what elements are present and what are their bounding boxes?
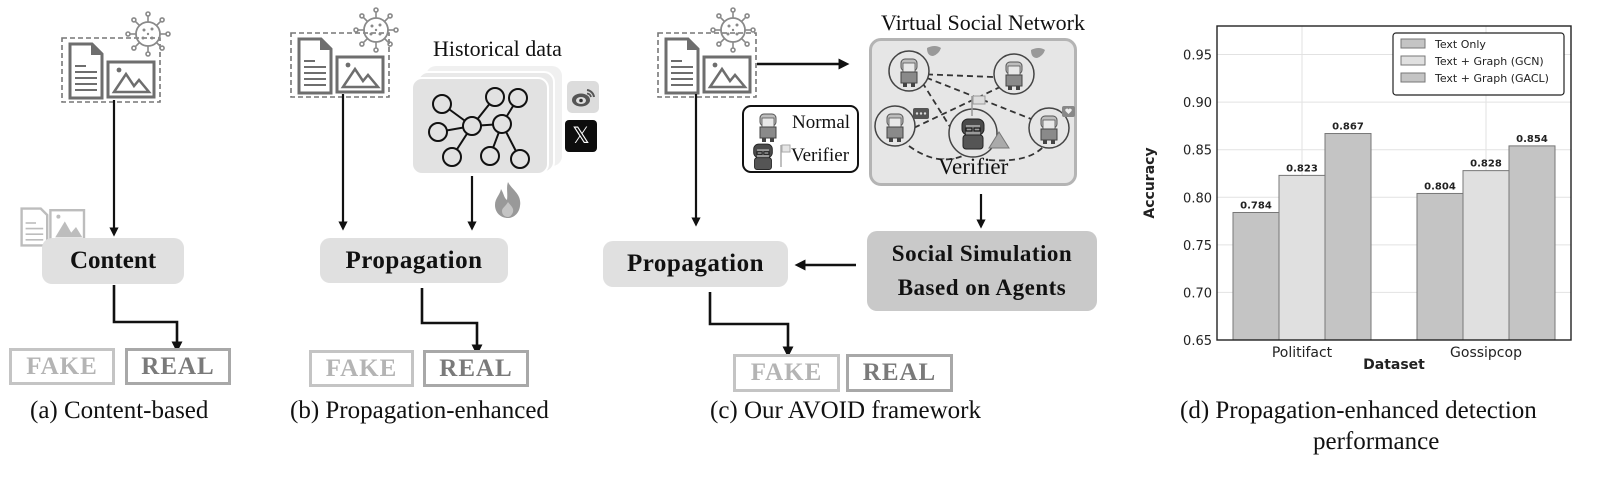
arrows-c <box>691 58 986 358</box>
normal-agent-2 <box>993 53 1035 95</box>
y-tick-label: 0.65 <box>1183 334 1212 349</box>
real-output: REAL <box>423 350 529 387</box>
propagation-node: Propagation <box>603 241 788 287</box>
bar-2-1 <box>1508 145 1556 341</box>
legend-entry: Text + Graph (GACL) <box>1434 72 1549 85</box>
y-tick-label: 0.80 <box>1183 191 1212 206</box>
propagation-node-label: Propagation <box>345 246 483 274</box>
small-content-icon <box>20 207 86 247</box>
y-tick-label: 0.90 <box>1183 96 1212 111</box>
verifier-label: Verifier <box>938 154 1009 179</box>
fake-label: FAKE <box>26 352 98 380</box>
chart-y-ticks: 0.65 0.70 0.75 0.80 0.85 0.90 0.95 <box>1183 49 1212 349</box>
caption-d-line2: performance <box>1313 428 1440 455</box>
arrow-to-content <box>109 100 183 353</box>
twitter-bird-icon <box>927 46 941 56</box>
bar-2-0 <box>1324 133 1372 341</box>
arrows-b <box>338 94 483 356</box>
social-simulation-node: Social Simulation Based on Agents <box>867 231 1097 311</box>
propagation-node-label: Propagation <box>627 250 764 277</box>
content-node: Content <box>42 238 184 284</box>
warning-icon <box>988 131 1010 149</box>
legend-verifier-label: Verifier <box>791 145 850 166</box>
x-icon[interactable]: 𝕏 <box>565 120 597 152</box>
caption-b: (b) Propagation-enhanced <box>290 397 549 424</box>
caption-d-line1: (d) Propagation-enhanced detection <box>1180 397 1537 424</box>
comment-bubble-icon <box>913 108 929 119</box>
normal-agent-1 <box>888 50 930 92</box>
plot-frame <box>1216 25 1572 341</box>
agent-legend: Normal Verifier <box>742 105 859 173</box>
data-label: 0.784 <box>1240 200 1272 211</box>
data-label: 0.854 <box>1516 134 1548 145</box>
twitter-bird-icon <box>1031 48 1045 58</box>
x-tick-label: Gossipcop <box>1450 345 1522 361</box>
data-label: 0.823 <box>1286 163 1318 174</box>
simulation-label-line1: Social Simulation <box>891 241 1073 266</box>
verifier-legend-icon <box>753 143 791 171</box>
bar-0-1 <box>1416 192 1464 341</box>
bar-0-0 <box>1232 211 1280 341</box>
data-label: 0.867 <box>1332 122 1364 133</box>
legend-swatch <box>1400 55 1426 66</box>
caption-c: (c) Our AVOID framework <box>710 397 981 424</box>
bar-1-0 <box>1278 174 1326 341</box>
fake-output: FAKE <box>9 348 115 385</box>
flag-icon <box>971 95 986 116</box>
real-label: REAL <box>439 354 513 382</box>
legend-swatch <box>1400 72 1426 83</box>
y-tick-label: 0.85 <box>1183 144 1212 159</box>
fake-output: FAKE <box>733 354 840 392</box>
legend-box <box>1392 32 1565 96</box>
legend-entry: Text + Graph (GCN) <box>1434 55 1544 68</box>
propagation-node: Propagation <box>320 238 508 283</box>
chart-x-ticks: Politifact Gossipcop <box>1272 345 1522 361</box>
real-output: REAL <box>125 348 231 385</box>
legend-normal-label: Normal <box>792 112 851 133</box>
verifier-agent <box>948 108 998 158</box>
real-output: REAL <box>846 354 953 392</box>
heart-bubble-icon <box>1062 106 1075 117</box>
virtual-social-network-title: Virtual Social Network <box>881 10 1085 35</box>
bar-1-1 <box>1462 170 1510 341</box>
y-tick-label: 0.70 <box>1183 286 1212 301</box>
historical-data-label: Historical data <box>433 36 562 61</box>
fake-label: FAKE <box>750 359 823 386</box>
real-label: REAL <box>141 352 215 380</box>
simulation-label-line2: Based on Agents <box>897 275 1067 300</box>
x-tick-label: Politifact <box>1272 345 1333 361</box>
y-tick-label: 0.95 <box>1183 49 1212 64</box>
normal-agent-4 <box>1028 107 1070 149</box>
weibo-icon[interactable] <box>567 81 599 113</box>
y-tick-label: 0.75 <box>1183 239 1212 254</box>
normal-agent-3 <box>874 105 916 147</box>
legend-swatch <box>1400 38 1426 49</box>
real-label: REAL <box>862 359 937 386</box>
content-node-label: Content <box>69 247 157 274</box>
chart-data-labels: 0.784 0.823 0.867 0.804 0.828 0.854 <box>1240 122 1548 212</box>
fake-output: FAKE <box>309 350 414 387</box>
data-label: 0.828 <box>1470 159 1502 170</box>
caption-a: (a) Content-based <box>30 397 209 424</box>
y-axis-label: Accuracy <box>1142 147 1158 218</box>
graph-network-icon <box>428 87 530 169</box>
fake-label: FAKE <box>325 354 398 382</box>
data-label: 0.804 <box>1424 181 1456 192</box>
agent-network <box>874 46 1075 162</box>
chart-bars <box>1232 133 1556 341</box>
x-axis-label: Dataset <box>1363 357 1425 373</box>
fire-icon <box>495 182 521 218</box>
historical-graph-stack <box>411 66 562 175</box>
legend-entry: Text Only <box>1434 38 1486 51</box>
